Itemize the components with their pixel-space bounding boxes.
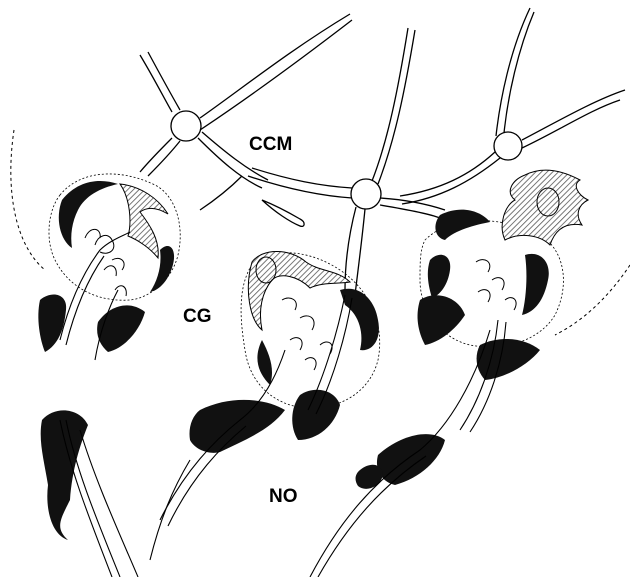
glial-cell-network	[140, 8, 625, 295]
glial-nucleus-1	[171, 111, 201, 141]
label-cg: CG	[183, 307, 212, 326]
label-ccm: CCM	[249, 135, 292, 154]
glomerulus-left	[38, 174, 180, 540]
glial-nucleus-2	[351, 179, 381, 209]
label-no: NO	[269, 487, 298, 506]
glial-nucleus-3	[494, 132, 522, 160]
glomerulus-center	[160, 252, 380, 527]
glomerulus-right	[310, 170, 588, 577]
